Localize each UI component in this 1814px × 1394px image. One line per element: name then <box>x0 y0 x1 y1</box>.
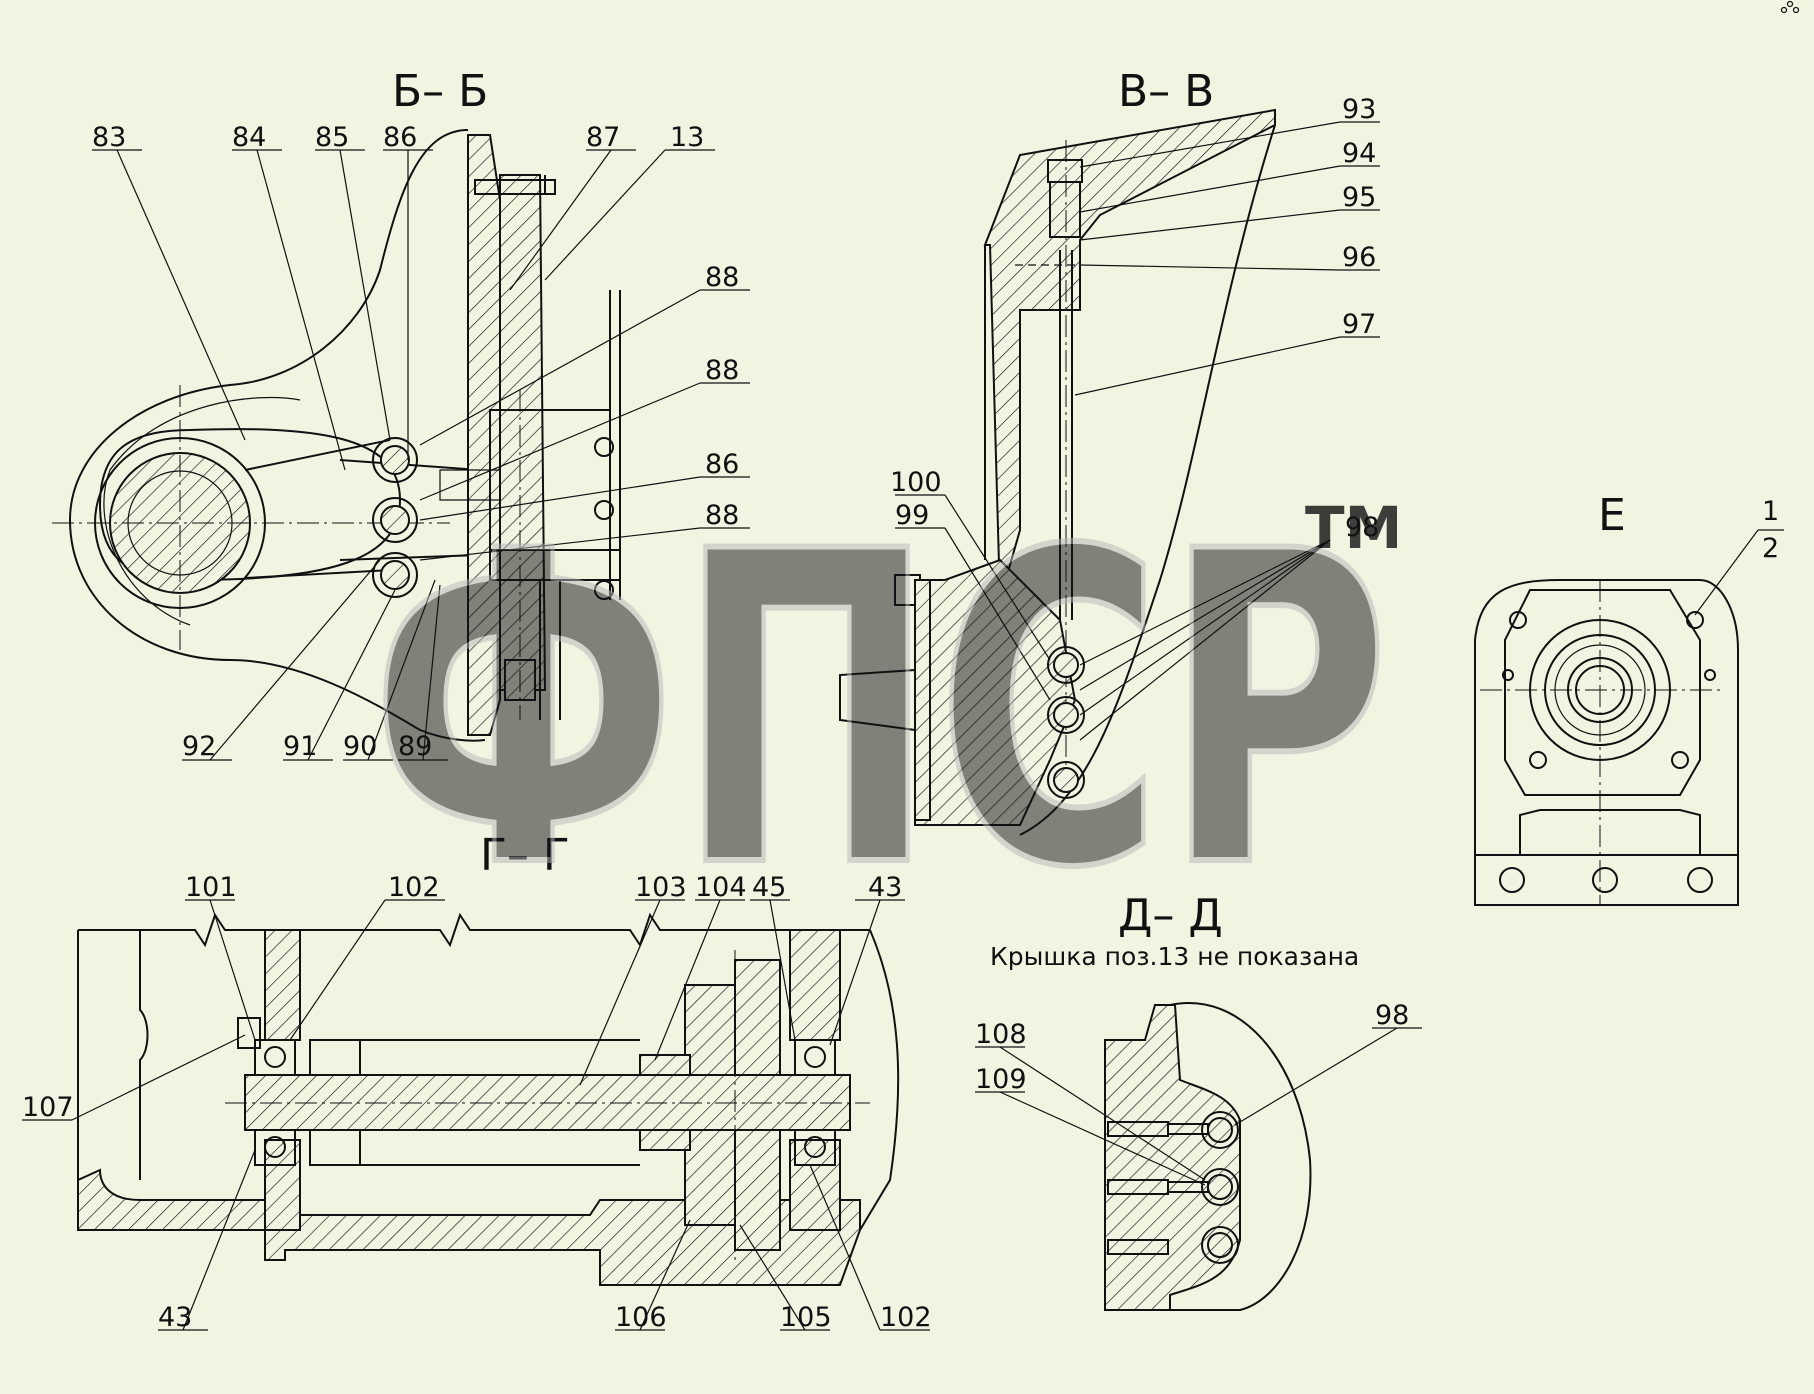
corner-mark <box>1780 0 1800 14</box>
watermark-logo: ФПСР TM <box>367 459 1402 965</box>
section-gg-title: Г– Г <box>480 830 570 881</box>
label-99: 99 <box>895 500 929 531</box>
label-100: 100 <box>890 467 942 498</box>
label-85: 85 <box>315 122 349 153</box>
part-number-labels: 83 84 85 86 87 13 88 88 86 88 92 91 90 8… <box>22 94 1779 1333</box>
section-bb-title: Б– Б <box>392 66 488 117</box>
section-dd-note: Крышка поз.13 не показана <box>990 942 1359 971</box>
section-gg: Г– Г <box>77 830 900 1286</box>
label-106: 106 <box>615 1302 667 1333</box>
label-88-c: 88 <box>705 500 739 531</box>
view-e-title: Е <box>1598 490 1626 541</box>
label-92: 92 <box>182 731 216 762</box>
label-43-top: 43 <box>868 872 902 903</box>
label-102-bottom: 102 <box>880 1302 932 1333</box>
label-103: 103 <box>635 872 687 903</box>
label-87: 87 <box>586 122 620 153</box>
label-101: 101 <box>185 872 237 903</box>
label-104: 104 <box>695 872 747 903</box>
label-105: 105 <box>780 1302 832 1333</box>
label-45: 45 <box>752 872 786 903</box>
section-vv-title: В– В <box>1118 66 1214 117</box>
watermark-text: ФПСР <box>370 462 1390 962</box>
section-dd: Д– Д Крышка поз.13 не показана <box>990 890 1359 1311</box>
label-107: 107 <box>22 1092 74 1123</box>
label-1: 1 <box>1762 496 1779 527</box>
label-43-bottom: 43 <box>158 1302 192 1333</box>
label-93: 93 <box>1342 94 1376 125</box>
section-dd-title: Д– Д <box>1118 890 1223 941</box>
label-88-a: 88 <box>705 262 739 293</box>
label-86-mid: 86 <box>705 449 739 480</box>
label-95: 95 <box>1342 182 1376 213</box>
label-94: 94 <box>1342 138 1376 169</box>
section-bb: Б– Б <box>52 66 621 742</box>
label-109: 109 <box>975 1064 1027 1095</box>
label-88-b: 88 <box>705 355 739 386</box>
view-e: Е <box>1474 490 1739 906</box>
label-90: 90 <box>343 731 377 762</box>
label-91: 91 <box>283 731 317 762</box>
label-97: 97 <box>1342 309 1376 340</box>
label-89: 89 <box>398 731 432 762</box>
label-98-a: 98 <box>1345 512 1379 543</box>
section-vv: В– В <box>839 66 1276 836</box>
label-2: 2 <box>1762 533 1779 564</box>
label-13: 13 <box>670 122 704 153</box>
label-83: 83 <box>92 122 126 153</box>
label-84: 84 <box>232 122 266 153</box>
label-86-top: 86 <box>383 122 417 153</box>
leader-lines <box>22 121 1784 1331</box>
watermark-tm: TM <box>1305 494 1402 562</box>
label-108: 108 <box>975 1019 1027 1050</box>
label-98-b: 98 <box>1375 1000 1409 1031</box>
label-96: 96 <box>1342 242 1376 273</box>
label-102-top: 102 <box>388 872 440 903</box>
